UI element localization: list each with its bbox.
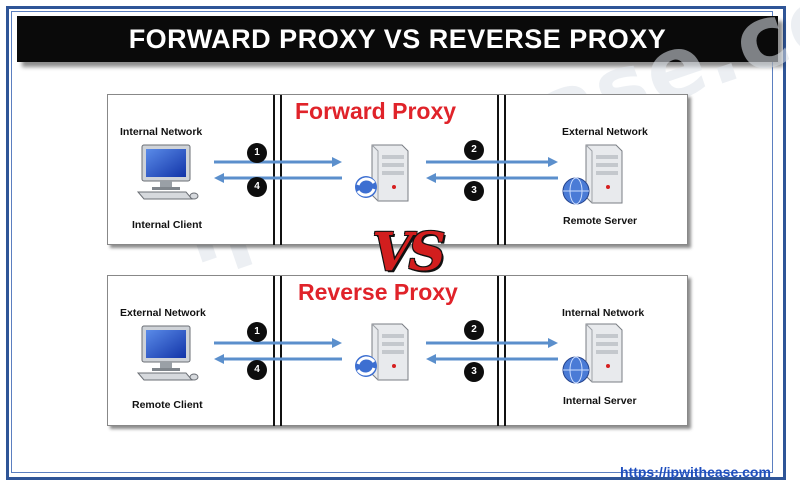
arrow-step-3 xyxy=(426,354,558,364)
firewall-line-right-b xyxy=(504,95,506,245)
proxy-server-icon xyxy=(355,323,409,381)
left-device-label: Internal Client xyxy=(132,219,203,231)
arrow-step-1 xyxy=(214,157,342,167)
desktop-computer-icon xyxy=(136,325,199,381)
arrow-step-4 xyxy=(214,354,342,364)
firewall-line-left-b xyxy=(280,276,282,426)
step-badge-2: 2 xyxy=(464,320,484,340)
step-badge-3: 3 xyxy=(464,362,484,382)
arrow-step-2 xyxy=(426,338,558,348)
firewall-line-right-a xyxy=(497,276,499,426)
arrow-step-4 xyxy=(214,173,342,183)
step-badge-1: 1 xyxy=(247,143,267,163)
reverse-proxy-panel: Reverse Proxy External Network Remote Cl… xyxy=(107,275,688,426)
right-device-label: Internal Server xyxy=(563,395,637,407)
right-network-label: External Network xyxy=(562,126,648,138)
arrow-step-2 xyxy=(426,157,558,167)
firewall-line-left-b xyxy=(280,95,282,245)
right-network-label: Internal Network xyxy=(562,307,645,319)
proxy-server-icon xyxy=(355,144,409,202)
outer-frame xyxy=(6,6,786,480)
globe-server-icon xyxy=(562,323,623,384)
footer-url[interactable]: https://ipwithease.com xyxy=(620,464,771,480)
firewall-line-right-a xyxy=(497,95,499,245)
arrow-step-3 xyxy=(426,173,558,183)
arrow-step-1 xyxy=(214,338,342,348)
firewall-line-right-b xyxy=(504,276,506,426)
step-badge-4: 4 xyxy=(247,360,267,380)
left-device-label: Remote Client xyxy=(132,399,203,411)
firewall-line-left-a xyxy=(273,95,275,245)
reverse-proxy-title: Reverse Proxy xyxy=(298,279,458,305)
page-title: FORWARD PROXY VS REVERSE PROXY xyxy=(17,16,778,62)
firewall-line-left-a xyxy=(273,276,275,426)
forward-proxy-title: Forward Proxy xyxy=(295,98,457,124)
inner-frame xyxy=(11,11,773,473)
step-badge-3: 3 xyxy=(464,181,484,201)
desktop-computer-icon xyxy=(136,144,199,200)
step-badge-1: 1 xyxy=(247,322,267,342)
left-network-label: Internal Network xyxy=(120,126,203,138)
left-network-label: External Network xyxy=(120,307,206,319)
globe-server-icon xyxy=(562,144,623,205)
step-badge-4: 4 xyxy=(247,177,267,197)
forward-proxy-panel: Forward Proxy Internal Network Internal … xyxy=(107,94,688,245)
right-device-label: Remote Server xyxy=(563,215,638,227)
vs-label: VS xyxy=(372,222,446,283)
step-badge-2: 2 xyxy=(464,140,484,160)
